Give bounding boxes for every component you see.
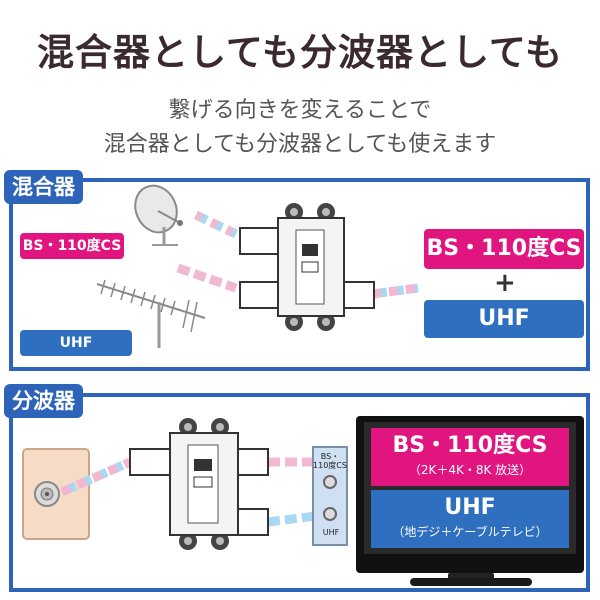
yagi-antenna-icon [96, 279, 206, 348]
subline-2: 混合器としても分波器としても使えます [103, 132, 497, 157]
subline-1: 繋げる向きを変えることで [168, 98, 432, 123]
tv-plate-uhf-port-icon [323, 507, 337, 521]
tv-plate-uhf-label: UHF [322, 528, 340, 537]
tv-bs-panel: BS・110度CS （2K＋4K・8K 放送） [371, 428, 569, 486]
mixer-output-uhf-label: UHF [424, 300, 584, 338]
wall-outlet-icon [22, 448, 90, 540]
tv-uhf-panel: UHF （地デジ＋ケーブルテレビ） [371, 490, 569, 548]
tv-plate-bs-port-icon [323, 475, 337, 489]
mixer-input-bs-label: BS・110度CS [20, 233, 124, 259]
mixer-plus-sign: + [494, 268, 516, 298]
splitter-device-icon [129, 418, 269, 550]
mixer-input-uhf-label: UHF [20, 330, 132, 356]
tv-input-plate [312, 446, 348, 546]
mixer-output-bs-label: BS・110度CS [424, 229, 584, 269]
tv-uhf-title: UHF [444, 495, 496, 520]
tv-stand-base [410, 578, 532, 586]
splitter-tab: 分波器 [4, 384, 83, 418]
satellite-dish-icon [134, 184, 183, 246]
page-headline: 混合器としても分波器としても [36, 31, 564, 74]
mixer-tab: 混合器 [4, 170, 83, 204]
tv-uhf-subtitle: （地デジ＋ケーブルテレビ） [392, 525, 548, 539]
splitter-device-icon [239, 203, 375, 331]
tv-plate-bs-label: BS・ 110度CS [313, 452, 347, 470]
tv-bs-title: BS・110度CS [392, 433, 548, 458]
tv-bs-subtitle: （2K＋4K・8K 放送） [408, 463, 532, 477]
tv-stand [448, 573, 494, 579]
